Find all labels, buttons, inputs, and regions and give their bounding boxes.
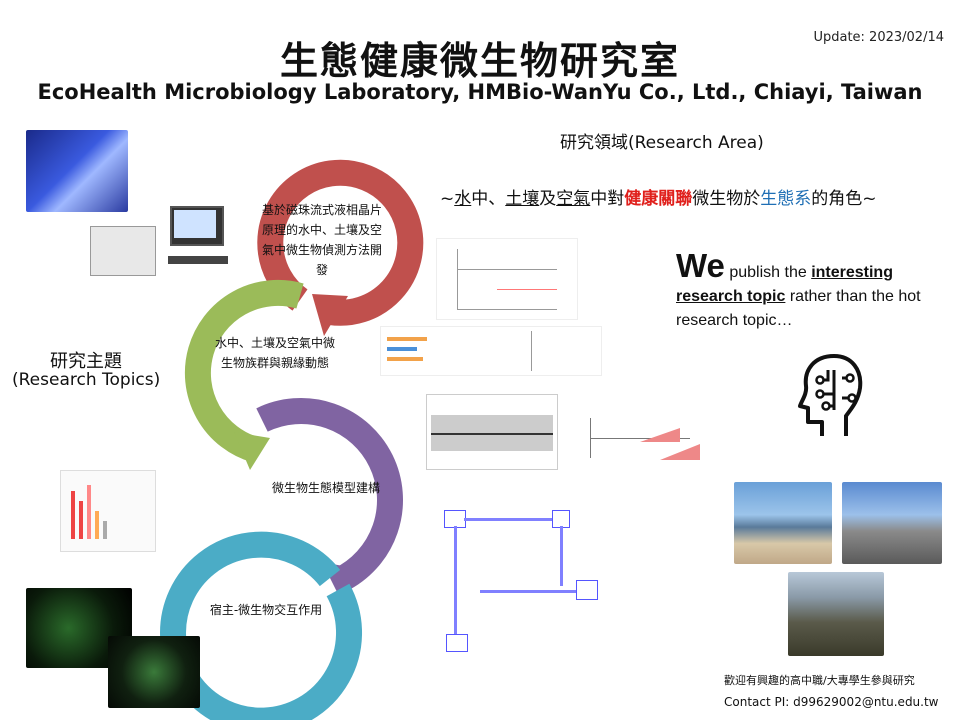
- ring-red-arrow: [312, 294, 348, 336]
- microscopy-photo-2: [108, 636, 200, 708]
- ring-green: [184, 279, 304, 463]
- research-topics-subtitle: (Research Topics): [12, 370, 161, 390]
- welcome-note: 歡迎有興趣的高中職/大專學生參與研究: [724, 674, 915, 687]
- ci-bar-figure: [380, 326, 602, 376]
- page-subtitle: EcoHealth Microbiology Laboratory, HMBio…: [37, 80, 923, 104]
- dendrogram-figure: [436, 238, 578, 320]
- tagline-part: 的角色~: [811, 189, 877, 209]
- oyster-field-photo: [788, 572, 884, 656]
- tagline-part: ~: [440, 189, 455, 209]
- tagline-part: 微生物於: [692, 189, 761, 209]
- tagline-part: 生態系: [760, 189, 812, 209]
- publish-text: publish the: [724, 264, 812, 281]
- publish-statement: We publish the interesting research topic…: [676, 249, 956, 333]
- topic-1-text: 基於磁珠流式液相晶片原理的水中、土壤及空氣中微生物偵測方法開發: [262, 203, 383, 277]
- ring-purple: [256, 398, 403, 592]
- beach-photo: [734, 482, 832, 564]
- research-area-title: 研究領域(Research Area): [560, 133, 764, 153]
- publish-text: rather than the hot research topic…: [676, 288, 921, 329]
- tagline-part: 中對: [590, 189, 625, 209]
- tagline-part: 水: [454, 189, 472, 209]
- publish-emphasis: research topic: [676, 288, 786, 305]
- research-topics-title: 研究主題: [50, 351, 122, 372]
- tagline-part: 健康關聯: [624, 189, 693, 209]
- we-word: We: [676, 247, 725, 284]
- flow-cytometer-photo: [90, 206, 230, 276]
- stock-flow-diagram: [440, 500, 610, 652]
- fieldwork-photo: [842, 482, 942, 564]
- topic-3-text: 微生物生態模型建構: [271, 481, 380, 495]
- model-prediction-plot: [426, 394, 558, 470]
- brain-circuit-icon: [798, 354, 863, 436]
- update-date: Update: 2023/02/14: [813, 30, 944, 45]
- fluorescence-histogram: [60, 470, 156, 552]
- tagline-part: 及: [539, 189, 557, 209]
- ring-green-arrow: [234, 432, 270, 470]
- page-title: 生態健康微生物研究室: [279, 39, 680, 83]
- lab-photo-blue: [26, 130, 128, 212]
- ring-red: [257, 159, 424, 326]
- research-area-tagline: ~水中、土壤及空氣中對健康關聯微生物於生態系的角色~: [440, 184, 877, 209]
- tagline-part: 中、: [471, 189, 506, 209]
- topic-2-text: 水中、土壤及空氣中微生物族群與親緣動態: [214, 336, 335, 370]
- tagline-part: 空氣: [556, 189, 591, 209]
- tagline-part: 土壤: [505, 189, 540, 209]
- contact-info[interactable]: Contact PI: d99629002@ntu.edu.tw: [724, 695, 939, 709]
- phylogenetic-tree-figure: [580, 398, 710, 468]
- publish-emphasis: interesting: [811, 264, 893, 281]
- topic-4-text: 宿主-微生物交互作用: [209, 603, 323, 617]
